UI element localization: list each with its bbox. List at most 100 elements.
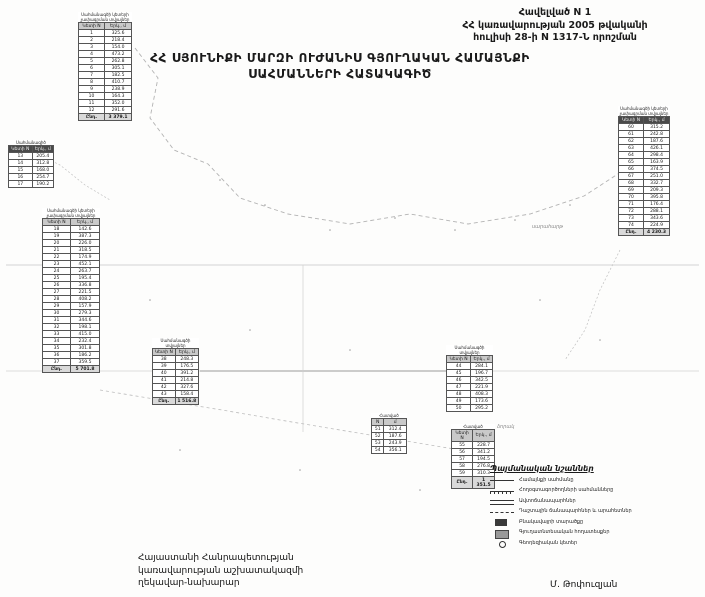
table-cell: 318.5 <box>70 246 100 254</box>
table-cell: 33 <box>42 330 71 338</box>
table-cell: 16 <box>8 173 33 181</box>
table-cell: 288.1 <box>643 207 670 215</box>
column-header: մ <box>383 418 407 426</box>
table-cell: 43 <box>152 390 176 398</box>
table-cell: 38 <box>152 355 176 363</box>
table-cell: 214.8 <box>174 376 200 384</box>
signature-block: Հայաստանի Հանրապետության կառավարության ա… <box>138 552 303 590</box>
table-cell: 190.2 <box>31 180 55 188</box>
table-cell: 157.9 <box>70 302 100 310</box>
table-cell: 291.6 <box>104 106 132 114</box>
table-cell: 344.6 <box>70 316 100 324</box>
table-cell: 263.7 <box>70 267 100 275</box>
title-line-1: ՀՀ ՍՅՈՒՆԻՔԻ ՄԱՐԶԻ ՈՒԺԱՆԻՍ ԳՅՈՒՂԱԿԱՆ ՀԱՄԱ… <box>150 51 530 65</box>
table-cell: 391.2 <box>174 369 200 377</box>
table-cell: 66 <box>617 165 645 173</box>
legend-item: Ավտոճանապարհներ <box>490 498 698 505</box>
terrain-label: ձորակ <box>497 424 515 430</box>
table-cell: 158.4 <box>174 390 200 398</box>
table-cell: 5 701.8 <box>70 365 100 373</box>
boundary-line-icon <box>490 477 514 484</box>
table-cell: 9 <box>77 85 106 93</box>
table-cell: 341.2 <box>472 448 495 456</box>
table-cell: 57 <box>450 455 474 463</box>
table-cell: 35 <box>42 344 71 352</box>
table-cell: 356.1 <box>383 446 407 454</box>
table-cell: Ընդ. <box>77 113 106 121</box>
table-cell: 1 <box>77 29 106 37</box>
table-cell: 3 379.1 <box>104 113 132 121</box>
decree-header: Հավելված N 1 ՀՀ կառավարության 2005 թվակա… <box>415 7 695 45</box>
legend-item: Համայնքի սահմանը <box>490 477 698 484</box>
signature-line-3: ղեկավար-նախարար <box>138 578 240 588</box>
table-cell: 17 <box>8 180 33 188</box>
column-header: Երկ., մ <box>70 218 100 226</box>
table-cell: 242.8 <box>643 130 670 138</box>
table-cell: 221.9 <box>470 383 493 391</box>
table-cell: 42 <box>152 383 176 391</box>
legend-title: Պայմանական նշաններ <box>490 464 594 473</box>
table-cell: 3 <box>77 43 106 51</box>
table-total-row: Ընդ.5 701.8 <box>42 365 100 373</box>
column-header: Կետի N <box>617 116 645 124</box>
table-cell: 187.6 <box>383 432 407 440</box>
table-cell: 452.1 <box>70 260 100 268</box>
table-cell: 50 <box>445 404 472 412</box>
table-cell: 251.0 <box>643 172 670 180</box>
terrain-label: սարահարթ <box>532 224 563 230</box>
decree-line-2: հուլիսի 28-ի N 1317-Ն որոշման <box>473 32 637 43</box>
table-cell: 30 <box>42 309 71 317</box>
table-cell: 226.0 <box>70 239 100 247</box>
table-cell: 374.5 <box>643 165 670 173</box>
table-cell: 352.0 <box>104 99 132 107</box>
table-cell: 29 <box>42 302 71 310</box>
table-cell: 2 <box>77 36 106 44</box>
legend-item-label: Գյուղատնտեսական հողատեսքեր <box>519 529 610 536</box>
table-cell: 54 <box>370 446 385 454</box>
table-cell: 69 <box>617 186 645 194</box>
table-cell: 279.3 <box>70 309 100 317</box>
table-cell: 228.7 <box>472 441 495 449</box>
column-header: Կետի N <box>152 348 176 356</box>
table-cell: 332.7 <box>643 179 670 187</box>
table-cell: 164.3 <box>104 92 132 100</box>
table-cell: 58 <box>450 462 474 470</box>
settlement-area-icon <box>490 519 514 526</box>
table-cell: 163.9 <box>643 158 670 166</box>
table-cell: 44 <box>445 362 472 370</box>
table-cell: Ընդ. <box>152 397 176 405</box>
table-cell: 60 <box>617 123 645 131</box>
column-header: Երկ., մ <box>643 116 670 124</box>
table-cell: 232.4 <box>70 337 100 345</box>
column-header: Երկ., մ <box>472 429 495 442</box>
signature-line-2: կառավարության աշխատակազմի <box>138 565 304 576</box>
table-cell: 22 <box>42 253 71 261</box>
table-cell: 14 <box>8 159 33 167</box>
table-cell: 52 <box>370 432 385 440</box>
